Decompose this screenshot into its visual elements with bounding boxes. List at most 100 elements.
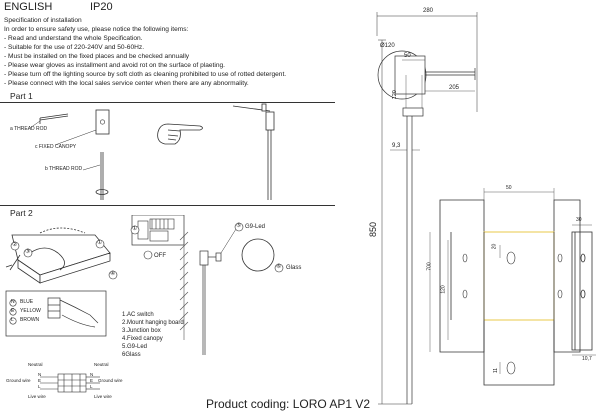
dim-50-label: 50 — [404, 53, 411, 59]
wire-n-name: BLUE — [20, 299, 34, 305]
dim-side — [572, 224, 596, 356]
spec-item: - Must be installed on the fixed places … — [4, 53, 190, 60]
dim-plate — [429, 188, 555, 374]
junction-box-drawing — [5, 227, 111, 284]
part1-title: Part 1 — [10, 91, 33, 101]
callout-4-text: ④ — [110, 271, 116, 277]
language-label: ENGLISH — [4, 1, 53, 13]
callout-6-text: ⑥ — [276, 264, 282, 270]
leader-line — [220, 228, 237, 254]
callout-3-text: ③ — [25, 249, 31, 255]
wiring-n-right: N — [90, 372, 94, 377]
glass-drawing — [241, 238, 275, 272]
plate-holes — [462, 251, 563, 375]
legend-item: 4.Fixed canopy — [122, 336, 163, 342]
ip-rating: IP20 — [90, 1, 113, 13]
dim-850 — [378, 39, 412, 405]
callout-5 — [234, 222, 244, 232]
spec-intro: In order to ensure safety use, please no… — [4, 26, 189, 33]
wiring-neutral-left: Neutral — [28, 362, 43, 367]
wall-hatch — [179, 231, 189, 340]
wire-e-name: YELLOW — [20, 308, 41, 314]
lamp-assembly — [199, 250, 222, 355]
dim-700-label: 700 — [426, 262, 433, 271]
dim-side-depth-label: 10,7 — [582, 356, 592, 362]
label-thread-rod-a: a THREAD ROD — [10, 126, 48, 132]
wiring-ground-right: Ground wire — [98, 378, 123, 383]
dim-plate-side-label: 30 — [576, 217, 582, 223]
dim-plate-w-label: 50 — [506, 185, 512, 191]
wire-e-dot — [9, 308, 17, 316]
label-thread-rod-b: b THREAD ROD — [45, 166, 83, 172]
callout-6 — [274, 263, 284, 273]
callout-3 — [23, 248, 33, 258]
wire-n-letter: N — [11, 299, 15, 305]
wiring-diagram — [40, 373, 100, 393]
part1-diagram — [29, 103, 275, 200]
callout-1b-text: ① — [132, 226, 138, 232]
glass-label: Glass — [286, 265, 302, 271]
callout-2 — [10, 241, 20, 251]
part1-divider — [0, 102, 335, 103]
mounted-assembly — [232, 103, 275, 200]
spec-item: - Please wear gloves as installment and … — [4, 62, 226, 69]
callout-2-text: ② — [12, 242, 18, 248]
product-coding: Product coding: LORO AP1 V2 — [206, 397, 371, 411]
wiring-live-right: Live wire — [94, 394, 112, 399]
spec-title: Specification of installation — [4, 17, 82, 24]
spec-item: - Please turn off the lighting source by… — [4, 71, 287, 78]
terminal-block — [47, 297, 99, 328]
wiring-n-left: N — [38, 372, 42, 377]
spec-item: - Please connect with the local sales se… — [4, 80, 249, 87]
label-fixed-canopy: c FIXED CANOPY — [35, 144, 77, 150]
off-dot — [143, 250, 153, 260]
callout-1 — [95, 239, 105, 249]
dim-280 — [376, 12, 478, 112]
dim-lines-top — [402, 59, 475, 108]
hand-icon — [157, 123, 203, 145]
dim-280-label: 280 — [423, 8, 434, 14]
dim-120-label: 120 — [391, 90, 398, 100]
canopy-plate — [394, 55, 426, 95]
arm — [425, 68, 476, 80]
leader-line — [29, 120, 41, 129]
legend-item: 6Glass — [122, 352, 141, 358]
dim-plate-h-label: 120 — [440, 285, 447, 294]
part2-title: Part 2 — [10, 208, 33, 218]
legend-item: 2.Mount hanging board — [122, 320, 184, 326]
wiring-live-left: Live wire — [28, 394, 46, 399]
wire-l-letter: L — [11, 317, 14, 323]
spec-item: - Suitable for the use of 220-240V and 5… — [4, 44, 145, 51]
leader-line — [82, 164, 101, 171]
side-view — [571, 231, 593, 351]
wiring-l-left: L — [38, 384, 41, 389]
thread-rod-b — [95, 152, 109, 200]
callout-5-text: ⑤ — [236, 223, 242, 229]
leader-line — [54, 129, 97, 146]
callout-1-text: ① — [97, 240, 103, 246]
led-label: G9-Led — [245, 224, 266, 230]
off-label: OFF — [154, 253, 166, 259]
wire-l-dot — [9, 317, 17, 325]
dim-hole-label: 20 — [491, 243, 498, 250]
wiring-neutral-right: Neutral — [94, 362, 109, 367]
spec-item: - Read and understand the whole Specific… — [4, 35, 143, 42]
wire-n-dot — [9, 299, 17, 307]
dim-rod-dia-label: 9,3 — [392, 143, 401, 149]
plate-lower — [483, 320, 555, 386]
wiring-e-right: E — [90, 378, 94, 383]
dim-11-label: 11 — [493, 367, 500, 374]
lamp-rod — [402, 107, 424, 404]
wire-e-letter: E — [11, 308, 15, 314]
wiring-l-right: L — [90, 384, 93, 389]
technical-drawing — [376, 12, 596, 405]
wire-l-name: BROWN — [20, 317, 40, 323]
legend-item: 5.G9-Led — [122, 344, 148, 350]
legend-item: 1.AC switch — [122, 312, 154, 318]
part2-divider — [0, 205, 335, 206]
legend-item: 3.Junction box — [122, 328, 161, 334]
callout-4 — [108, 270, 118, 280]
dim-canopy-dia-label: Ø120 — [380, 43, 395, 49]
callout-1b — [130, 225, 140, 235]
thread-rod-a — [39, 113, 69, 124]
